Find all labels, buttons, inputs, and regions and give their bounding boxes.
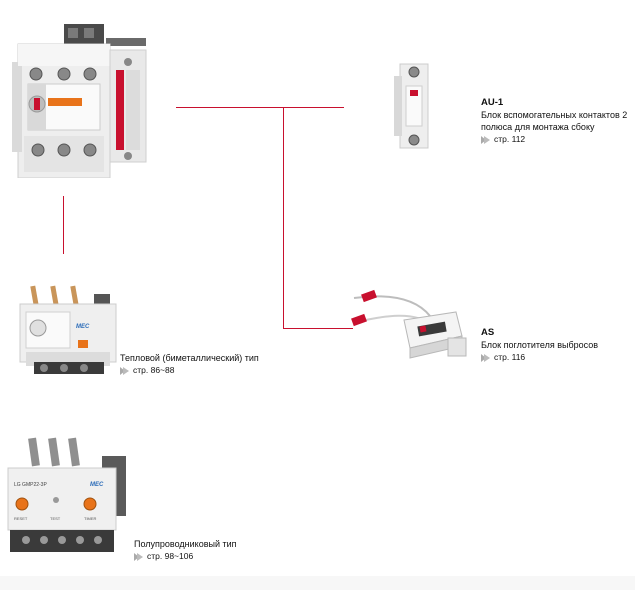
thermal-relay-page-ref-text[interactable]: стр. 86~88: [133, 365, 175, 375]
arrow-right-icon: [134, 552, 143, 561]
contactor-image: [8, 18, 156, 179]
arrow-right-icon: [481, 135, 490, 144]
electronic-relay-description: Полупроводниковый тип: [134, 539, 237, 549]
electronic-relay-image: LG GMP22-3P MEC RESET TEST TIMER: [4, 434, 136, 558]
connector-line-contactor-down: [63, 196, 65, 254]
connector-line-main-horizontal: [176, 107, 344, 109]
au1-page-ref-text[interactable]: стр. 112: [494, 134, 526, 144]
thermal-relay-caption: Тепловой (биметаллический) тип стр. 86~8…: [120, 352, 300, 376]
thermal-relay-image: MEC: [14, 284, 124, 376]
au1-description-line2: полюса для монтажа сбоку: [481, 122, 595, 132]
svg-text:MEC: MEC: [76, 324, 90, 330]
au1-description-line1: Блок вспомогательных контактов 2: [481, 110, 628, 120]
as-surge-absorber-image: [344, 286, 474, 370]
as-page-ref: стр. 116: [481, 351, 631, 363]
arrow-right-icon: [481, 353, 490, 362]
thermal-relay-page-ref: стр. 86~88: [120, 364, 300, 376]
au1-code: AU-1: [481, 97, 504, 108]
electronic-relay-page-ref: стр. 98~106: [134, 550, 314, 562]
as-caption: AS Блок поглотителя выбросов стр. 116: [481, 327, 631, 363]
page-footer-strip: [0, 576, 635, 590]
svg-text:TIMER: TIMER: [84, 516, 97, 521]
au1-page-ref: стр. 112: [481, 133, 631, 145]
au1-image: [388, 60, 436, 152]
connector-line-vertical: [283, 107, 285, 329]
as-code: AS: [481, 327, 495, 338]
as-page-ref-text[interactable]: стр. 116: [494, 352, 526, 362]
electronic-relay-page-ref-text[interactable]: стр. 98~106: [147, 551, 194, 561]
svg-text:LG GMP22-3P: LG GMP22-3P: [14, 482, 47, 488]
connector-line-as: [283, 328, 353, 330]
svg-text:RESET: RESET: [14, 516, 28, 521]
thermal-relay-description: Тепловой (биметаллический) тип: [120, 353, 259, 363]
svg-text:TEST: TEST: [50, 516, 61, 521]
arrow-right-icon: [120, 366, 129, 375]
as-description: Блок поглотителя выбросов: [481, 340, 599, 350]
svg-text:MEC: MEC: [90, 482, 104, 488]
electronic-relay-caption: Полупроводниковый тип стр. 98~106: [134, 538, 314, 562]
au1-caption: AU-1 Блок вспомогательных контактов 2 по…: [481, 97, 631, 145]
